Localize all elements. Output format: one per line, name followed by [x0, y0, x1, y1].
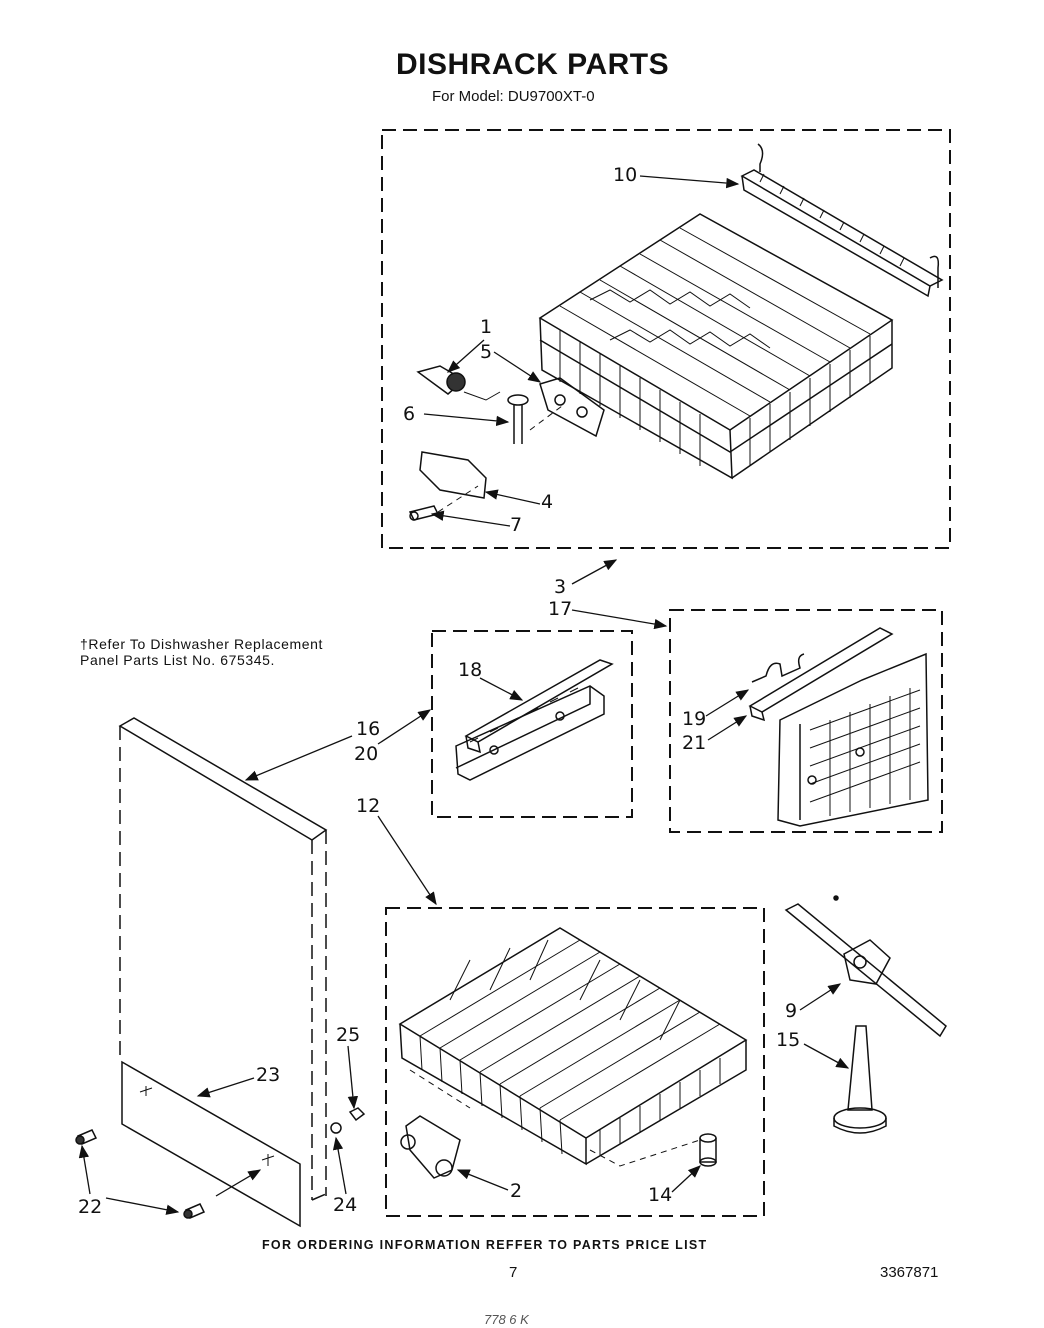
leader-25	[347, 1045, 359, 1110]
callout-15: 15	[776, 1029, 801, 1051]
leader-17	[571, 609, 668, 630]
callout-19: 19	[682, 708, 707, 730]
nut-washer-parts-24-25	[330, 1107, 366, 1134]
leader-4	[484, 489, 541, 505]
model-subtitle: For Model: DU9700XT-0	[432, 88, 595, 105]
leader-23	[196, 1077, 255, 1098]
callout-4: 4	[541, 491, 554, 513]
leader-15	[803, 1043, 850, 1069]
callout-2: 2	[510, 1180, 523, 1202]
lower-panel-part-23	[121, 1060, 301, 1228]
leader-2	[456, 1169, 509, 1191]
spray-arm-part-9	[784, 895, 947, 1038]
callout-23: 23	[256, 1064, 281, 1086]
bumper-part-14	[699, 1133, 717, 1167]
rack-stop-assembly	[408, 365, 605, 521]
note-line-2: Panel Parts List No. 675345.	[80, 652, 276, 668]
cup-shelf-part-10	[740, 143, 944, 298]
lower-dishrack	[398, 927, 748, 1167]
leader-24	[332, 1136, 347, 1195]
lower-rack-group-box	[385, 907, 765, 1217]
leader-5	[493, 351, 542, 383]
leader-19	[705, 689, 750, 717]
callout-9: 9	[785, 1000, 798, 1022]
callout-1: 1	[480, 316, 493, 338]
rack-wheel-part-2	[400, 1115, 461, 1179]
leader-14	[671, 1165, 701, 1193]
callout-5: 5	[480, 341, 493, 363]
callout-3: 3	[554, 576, 567, 598]
spray-arm-support-part-15	[833, 1025, 887, 1134]
rack-rail-group-box-17	[669, 609, 943, 833]
replacement-panel-note: †Refer To Dishwasher Replacement Panel P…	[80, 636, 323, 668]
note-line-1: †Refer To Dishwasher Replacement	[80, 636, 324, 652]
callout-7: 7	[510, 514, 523, 536]
ordering-info-footer: FOR ORDERING INFORMATION REFFER TO PARTS…	[262, 1238, 708, 1252]
leader-7	[430, 510, 511, 527]
callout-18: 18	[458, 659, 483, 681]
callout-16: 16	[356, 718, 381, 740]
callout-6: 6	[403, 403, 416, 425]
leader-22c	[215, 1169, 262, 1197]
leader-18	[479, 677, 524, 701]
callout-25: 25	[336, 1024, 361, 1046]
rack-rail-group-box-18	[431, 630, 633, 818]
callout-14: 14	[648, 1184, 673, 1206]
page-number: 7	[509, 1264, 518, 1281]
leader-1	[447, 339, 485, 373]
document-number: 3367871	[880, 1264, 939, 1281]
leader-3	[571, 559, 618, 585]
leader-6	[423, 413, 510, 427]
upper-dishrack	[538, 213, 894, 480]
callout-17: 17	[548, 598, 573, 620]
door-panel-part-16	[118, 717, 328, 1201]
leader-20	[377, 709, 432, 745]
leader-12	[377, 815, 437, 906]
callout-20: 20	[354, 743, 379, 765]
leader-10	[639, 175, 740, 189]
leader-22b	[105, 1197, 180, 1215]
upper-rack-group-box	[381, 129, 951, 549]
callout-21: 21	[682, 732, 707, 754]
callout-12: 12	[356, 795, 381, 817]
callout-10: 10	[613, 164, 638, 186]
leader-9	[799, 983, 842, 1011]
leader-22a	[78, 1144, 91, 1195]
leader-21	[707, 715, 748, 741]
rack-rail-part-18	[455, 659, 614, 781]
callout-22: 22	[78, 1196, 103, 1218]
rack-rail-part-17	[748, 627, 929, 827]
leader-16	[244, 735, 353, 781]
screws-part-22	[75, 1129, 206, 1219]
handwritten-mark: 778 6 K	[484, 1312, 529, 1327]
callout-24: 24	[333, 1194, 358, 1216]
page-title: DISHRACK PARTS	[396, 48, 670, 81]
